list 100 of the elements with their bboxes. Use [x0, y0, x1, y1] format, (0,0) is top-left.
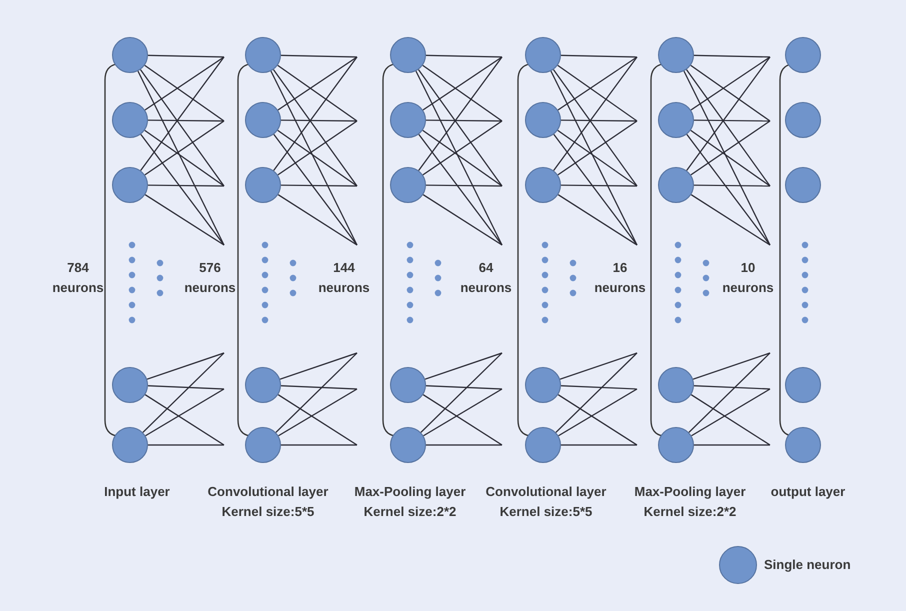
neuron-circle — [245, 37, 281, 73]
neuron-circle — [390, 102, 426, 138]
neuron-count: 16 neurons — [593, 259, 647, 297]
connection-line — [275, 352, 358, 433]
connection-line — [420, 352, 502, 433]
connection-line — [145, 388, 224, 436]
connection-line — [690, 56, 770, 110]
connection-line — [426, 54, 502, 58]
kernel-size-label: Kernel size:5*5 — [222, 503, 314, 521]
connection-line — [553, 56, 638, 171]
connection-line — [144, 64, 224, 122]
neuron-circle — [525, 427, 561, 463]
kernel-size-label: Kernel size:2*2 — [364, 503, 456, 521]
neuron-circle — [525, 367, 561, 403]
neuron-circle — [785, 102, 821, 138]
connection-line — [558, 388, 638, 436]
connection-line — [273, 56, 358, 171]
connection-line — [557, 130, 638, 186]
connection-line — [148, 54, 224, 58]
connection-line — [560, 54, 638, 58]
connection-line — [278, 388, 358, 436]
neuron-circle — [112, 367, 148, 403]
connection-line — [422, 64, 502, 122]
connection-line — [281, 184, 357, 187]
connection-line — [560, 352, 638, 380]
connection-line — [422, 56, 502, 110]
connection-line — [270, 70, 358, 246]
neuron-circle — [525, 102, 561, 138]
connection-line — [558, 56, 638, 110]
layer-label: Input layer — [104, 483, 170, 501]
connection-line — [148, 184, 224, 187]
connection-line — [686, 56, 770, 171]
neuron-count: 784 neurons — [51, 259, 105, 297]
connection-line — [690, 130, 770, 186]
connection-line — [144, 194, 224, 246]
neuron-circle — [658, 37, 694, 73]
neuron-circle — [112, 37, 148, 73]
neuron-circle — [112, 427, 148, 463]
connection-line — [686, 69, 770, 186]
neuron-circle — [112, 167, 148, 203]
connection-line — [694, 54, 770, 58]
connection-line — [558, 194, 638, 246]
connection-line — [148, 385, 224, 390]
neuron-circle — [658, 427, 694, 463]
layer-label: output layer — [770, 483, 846, 501]
connection-line — [278, 56, 358, 110]
connection-line — [561, 184, 637, 187]
neuron-count: 64 neurons — [459, 259, 513, 297]
connection-line — [144, 394, 224, 446]
connection-line — [418, 69, 502, 186]
neuron-circle — [658, 367, 694, 403]
neuron-circle — [245, 102, 281, 138]
neuron-count: 10 neurons — [721, 259, 775, 297]
connection-line — [692, 352, 770, 380]
connection-line — [273, 134, 358, 246]
connection-line — [561, 444, 637, 446]
connection-line — [690, 194, 770, 246]
neuron-circle — [245, 367, 281, 403]
connection-line — [278, 194, 358, 246]
connection-line — [415, 70, 503, 246]
neuron-circle — [390, 427, 426, 463]
connection-line — [418, 56, 502, 171]
neuron-circle — [785, 427, 821, 463]
neuron-circle — [245, 427, 281, 463]
layer-label: Convolutional layer — [486, 483, 606, 501]
neuron-count: 576 neurons — [183, 259, 237, 297]
connection-line — [426, 385, 502, 390]
connection-line — [140, 134, 224, 246]
connection-line — [281, 120, 357, 122]
neuron-circle — [390, 37, 426, 73]
connection-line — [142, 352, 224, 433]
neuron-circle — [658, 167, 694, 203]
connection-line — [423, 388, 502, 436]
connection-line — [550, 70, 638, 246]
connection-line — [422, 194, 502, 246]
connection-line — [426, 444, 502, 446]
neuron-circle — [785, 37, 821, 73]
connection-line — [694, 184, 770, 187]
connection-line — [561, 120, 637, 122]
neuron-circle — [785, 367, 821, 403]
connection-line — [144, 130, 224, 186]
connection-line — [686, 134, 770, 246]
connection-line — [553, 134, 638, 246]
connection-line — [690, 120, 770, 176]
connection-line — [146, 352, 224, 380]
layer-label: Max-Pooling layer — [354, 483, 466, 501]
legend-label: Single neuron — [764, 556, 851, 574]
neuron-count: 144 neurons — [317, 259, 371, 297]
kernel-size-label: Kernel size:2*2 — [644, 503, 736, 521]
connection-line — [144, 56, 224, 110]
connection-line — [278, 120, 358, 176]
layer-label: Convolutional layer — [208, 483, 328, 501]
layer-label: Max-Pooling layer — [634, 483, 746, 501]
connection-line — [694, 444, 770, 446]
connection-line — [426, 184, 502, 187]
neuron-circle — [525, 37, 561, 73]
connection-line — [553, 69, 638, 186]
neuron-circle — [525, 167, 561, 203]
connection-line — [278, 394, 358, 446]
connection-line — [422, 394, 502, 446]
